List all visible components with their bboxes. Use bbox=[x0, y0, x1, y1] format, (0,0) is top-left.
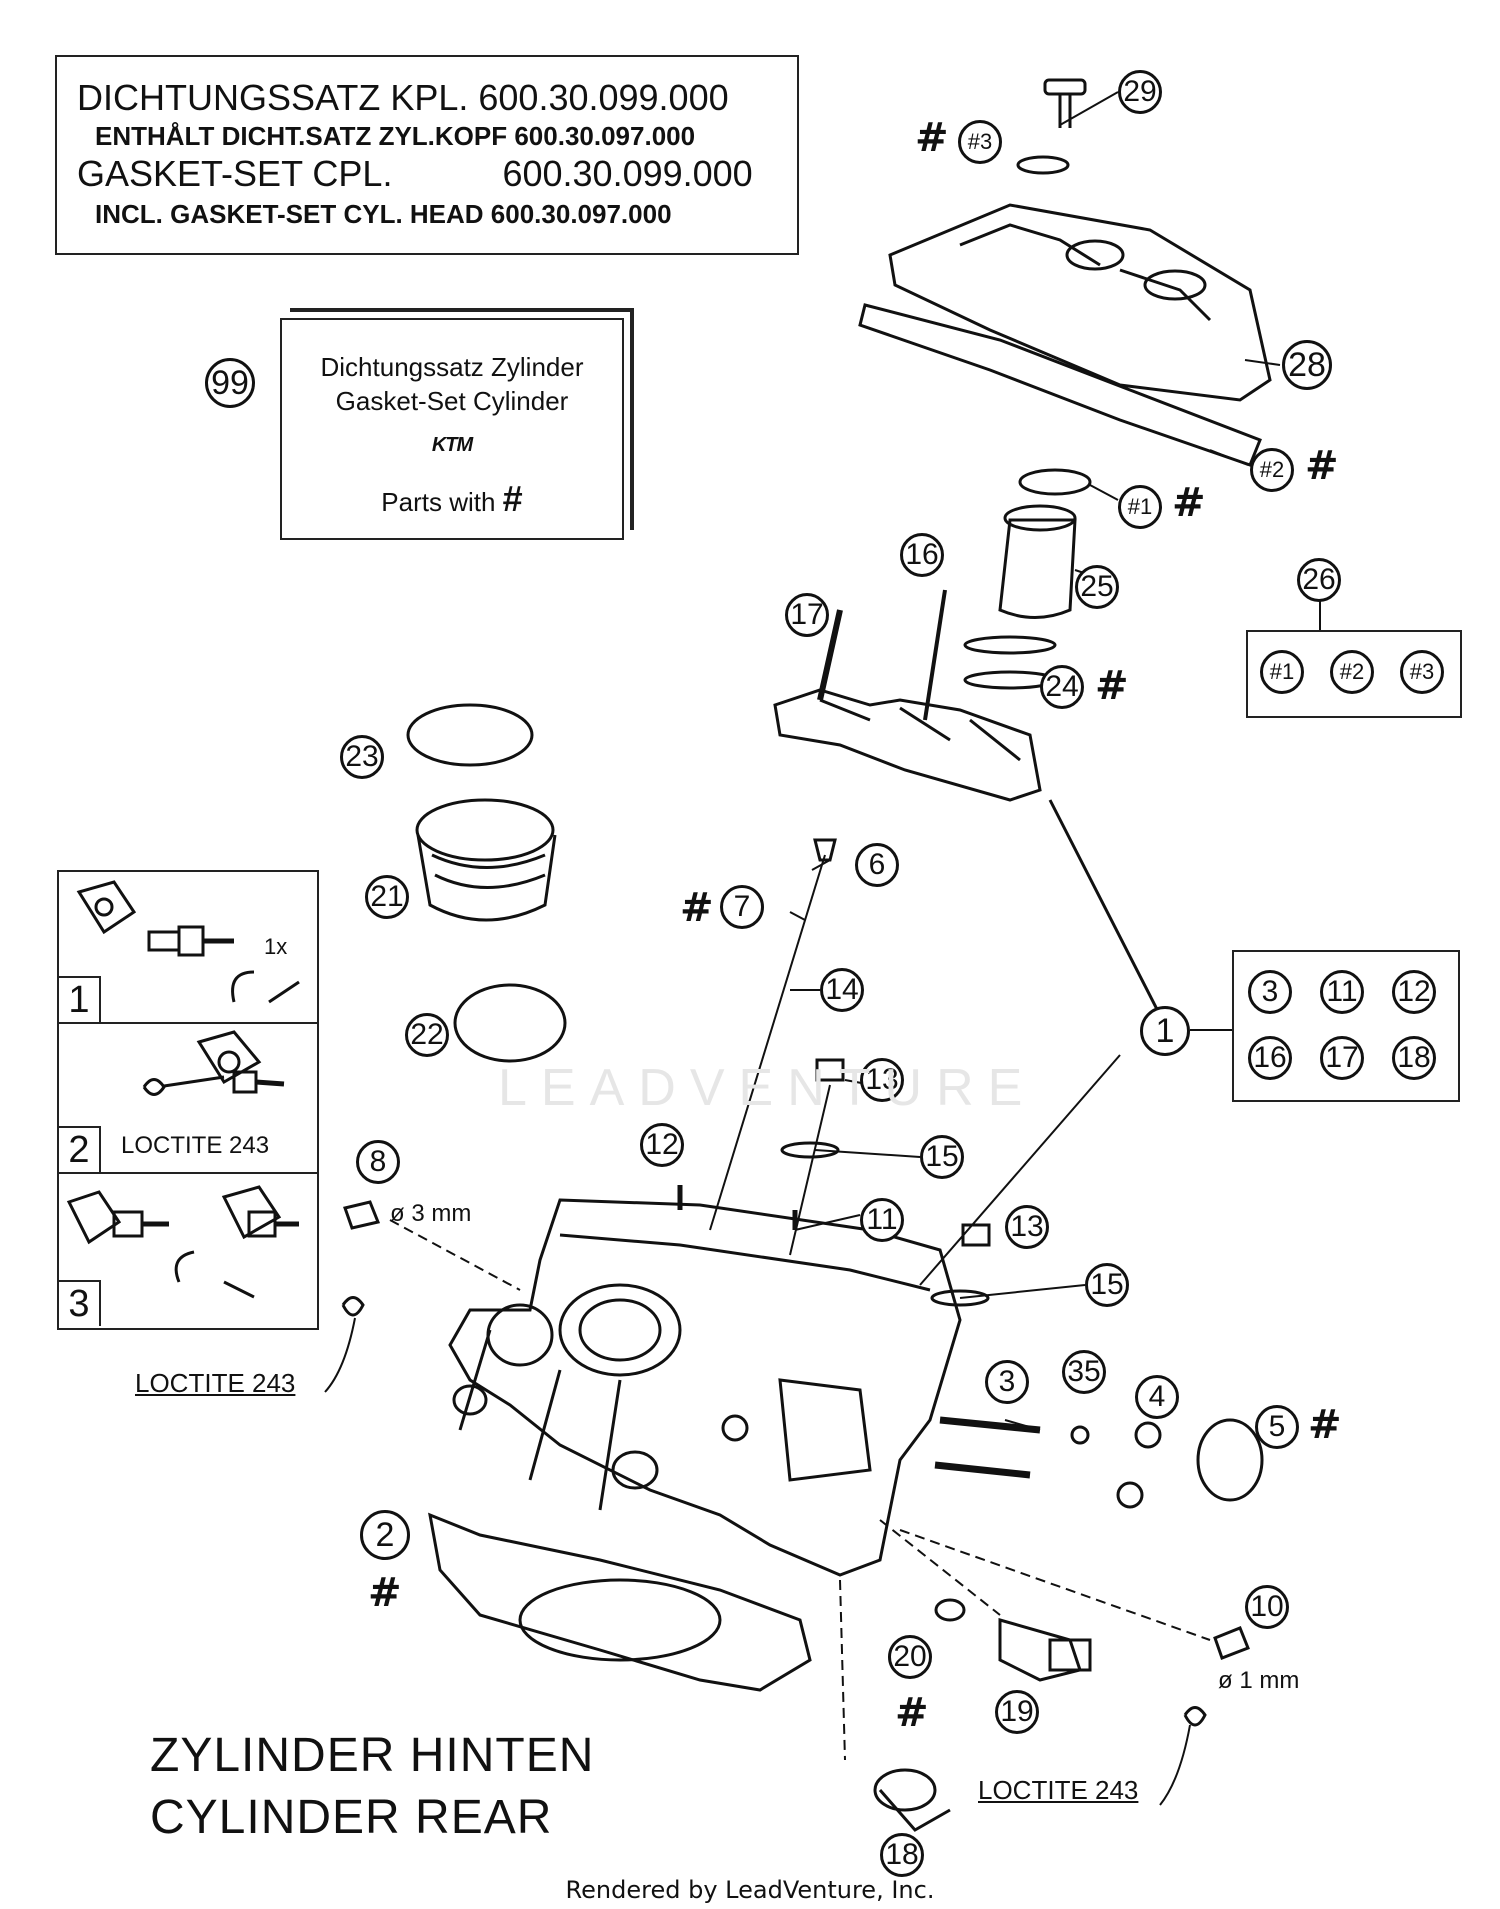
callout-25[interactable]: 25 bbox=[1075, 565, 1119, 609]
callout-1[interactable]: 1 bbox=[1140, 1006, 1190, 1056]
gasket-kit-line-1: Dichtungssatz Zylinder bbox=[320, 352, 584, 382]
callout-28[interactable]: 28 bbox=[1282, 340, 1332, 390]
step-1-illustration bbox=[76, 880, 300, 1004]
gasket-set-title-box: DICHTUNGSSATZ KPL. 600.30.099.000 ENTHÅL… bbox=[55, 55, 799, 255]
loctite-label-left: LOCTITE 243 bbox=[135, 1368, 296, 1398]
callout-hash-3[interactable]: #3 bbox=[958, 120, 1002, 164]
watermark: LEADVENTURE bbox=[498, 1059, 1037, 1117]
title-line-3: GASKET-SET CPL. 600.30.099.000 bbox=[77, 153, 753, 194]
step-2-number: 2 bbox=[59, 1126, 101, 1172]
step-3-illustration bbox=[66, 1185, 299, 1299]
step-3-number: 3 bbox=[59, 1280, 101, 1326]
callout-12[interactable]: 12 bbox=[640, 1123, 684, 1167]
cover-gasket bbox=[858, 303, 1262, 467]
kit-26-member-3[interactable]: #3 bbox=[1400, 650, 1444, 694]
group-member-18[interactable]: 18 bbox=[1392, 1036, 1436, 1080]
caption-german: ZYLINDER HINTEN bbox=[150, 1729, 595, 1782]
callout-19[interactable]: 19 bbox=[995, 1690, 1039, 1734]
callout-13-upper[interactable]: 13 bbox=[860, 1058, 904, 1102]
step-1-cell: 1x 1 bbox=[59, 872, 317, 1024]
caption-english: CYLINDER REAR bbox=[150, 1791, 553, 1844]
callout-hash-1[interactable]: #1 bbox=[1118, 485, 1162, 529]
callout-7[interactable]: 7 bbox=[720, 885, 764, 929]
kit-26-member-1[interactable]: #1 bbox=[1260, 650, 1304, 694]
loctite-label-right: LOCTITE 243 bbox=[978, 1775, 1139, 1805]
ktm-logo: KTM bbox=[431, 434, 473, 456]
callout-5[interactable]: 5 bbox=[1255, 1405, 1299, 1449]
step-1-number: 1 bbox=[59, 976, 101, 1022]
callout-26[interactable]: 26 bbox=[1297, 558, 1341, 602]
hash-mark-1: # bbox=[1172, 480, 1206, 526]
callout-22[interactable]: 22 bbox=[405, 1013, 449, 1057]
callout-20[interactable]: 20 bbox=[888, 1635, 932, 1679]
callout-2[interactable]: 2 bbox=[360, 1510, 410, 1560]
callout-23[interactable]: 23 bbox=[340, 735, 384, 779]
callout-17[interactable]: 17 bbox=[785, 593, 829, 637]
camshaft-bridge bbox=[773, 688, 1042, 802]
cylinder-head bbox=[448, 1198, 962, 1577]
step-2-loctite: LOCTITE 243 bbox=[121, 1132, 270, 1159]
callout-99[interactable]: 99 bbox=[205, 358, 255, 408]
group-member-16[interactable]: 16 bbox=[1248, 1036, 1292, 1080]
callout-15-lower[interactable]: 15 bbox=[1085, 1263, 1129, 1307]
callout-18[interactable]: 18 bbox=[880, 1833, 924, 1877]
hash-mark-20: # bbox=[895, 1690, 929, 1736]
callout-8[interactable]: 8 bbox=[356, 1140, 400, 1184]
callout-10[interactable]: 10 bbox=[1245, 1585, 1289, 1629]
gasket-kit-line-2: Gasket-Set Cylinder bbox=[335, 386, 569, 416]
step-1-note: 1x bbox=[264, 934, 288, 959]
title-line-2: ENTHÅLT DICHT.SATZ ZYL.KOPF 600.30.097.0… bbox=[95, 121, 696, 151]
diameter-3mm-label: ø 3 mm bbox=[390, 1200, 472, 1227]
group-member-3[interactable]: 3 bbox=[1248, 970, 1292, 1014]
hash-mark-2-gasket: # bbox=[368, 1570, 402, 1616]
hash-mark-2: # bbox=[1305, 443, 1339, 489]
group-member-11[interactable]: 11 bbox=[1320, 970, 1364, 1014]
step-2-cell: LOCTITE 243 2 bbox=[59, 1022, 317, 1174]
callout-16[interactable]: 16 bbox=[900, 533, 944, 577]
parts-with-hash: # bbox=[502, 478, 523, 519]
callout-13-lower[interactable]: 13 bbox=[1005, 1205, 1049, 1249]
assembly-steps-panel: 1x 1 LOCTITE 243 2 bbox=[57, 870, 319, 1330]
callout-3[interactable]: 3 bbox=[985, 1360, 1029, 1404]
hash-mark-7: # bbox=[680, 885, 714, 931]
parts-with-label: Parts with bbox=[381, 487, 496, 517]
callout-14[interactable]: 14 bbox=[820, 968, 864, 1012]
gasket-kit-box: Dichtungssatz Zylinder Gasket-Set Cylind… bbox=[280, 318, 624, 540]
valve-cover-28 bbox=[888, 203, 1272, 402]
kit-26-member-2[interactable]: #2 bbox=[1330, 650, 1374, 694]
title-line-4: INCL. GASKET-SET CYL. HEAD 600.30.097.00… bbox=[95, 199, 672, 229]
callout-11[interactable]: 11 bbox=[860, 1198, 904, 1242]
callout-29[interactable]: 29 bbox=[1118, 70, 1162, 114]
callout-24[interactable]: 24 bbox=[1040, 665, 1084, 709]
head-gasket bbox=[428, 1512, 812, 1692]
group-1-members-box: 3 11 12 16 17 18 bbox=[1232, 950, 1460, 1102]
hash-mark-5: # bbox=[1308, 1402, 1342, 1448]
callout-21[interactable]: 21 bbox=[365, 875, 409, 919]
callout-hash-2[interactable]: #2 bbox=[1250, 448, 1294, 492]
gasket-kit-parts-with: Parts with # bbox=[282, 478, 622, 520]
callout-6[interactable]: 6 bbox=[855, 843, 899, 887]
title-line-1: DICHTUNGSSATZ KPL. 600.30.099.000 bbox=[77, 77, 729, 118]
step-2-illustration bbox=[142, 1030, 285, 1096]
footer-credit: Rendered by LeadVenture, Inc. bbox=[565, 1876, 935, 1904]
diameter-1mm-label: ø 1 mm bbox=[1218, 1667, 1300, 1694]
hash-mark-24: # bbox=[1095, 663, 1129, 709]
callout-15-upper[interactable]: 15 bbox=[920, 1135, 964, 1179]
callout-4[interactable]: 4 bbox=[1135, 1375, 1179, 1419]
callout-35[interactable]: 35 bbox=[1062, 1350, 1106, 1394]
group-member-17[interactable]: 17 bbox=[1320, 1036, 1364, 1080]
group-member-12[interactable]: 12 bbox=[1392, 970, 1436, 1014]
step-3-cell: 3 bbox=[59, 1172, 317, 1326]
kit-26-members-box: #1 #2 #3 bbox=[1246, 630, 1462, 718]
hash-mark-3: # bbox=[915, 115, 949, 161]
